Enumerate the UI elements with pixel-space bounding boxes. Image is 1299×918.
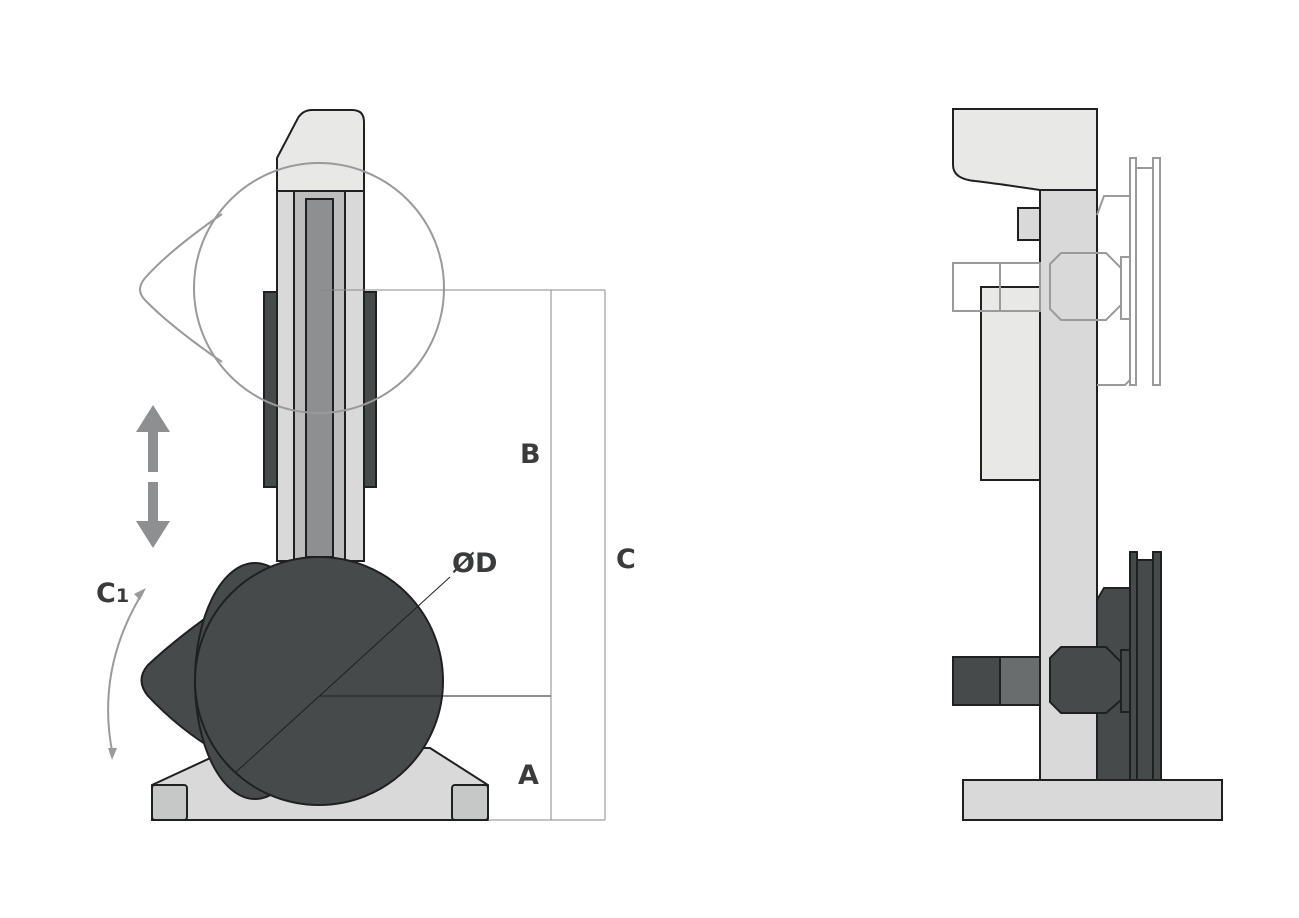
side-clamp-box <box>980 286 1041 481</box>
label-c1-main: C <box>96 578 116 609</box>
label-a: A <box>518 760 539 791</box>
side-motor <box>952 551 1162 781</box>
diameter-line <box>235 576 451 773</box>
ghost-motor-tail <box>139 213 223 363</box>
rotation-arrow-icon <box>107 588 146 760</box>
side-view <box>952 108 1223 821</box>
label-diameter: ØD <box>452 548 497 579</box>
base-foot-right <box>451 784 489 821</box>
ghost-side-motor <box>952 157 1161 386</box>
label-c: C <box>616 544 636 575</box>
side-top-block <box>952 108 1098 191</box>
vertical-move-arrow-icon <box>136 405 170 548</box>
clamp-left <box>263 291 278 488</box>
label-b: B <box>520 439 541 470</box>
top-cap <box>276 109 365 192</box>
column-slider-bar <box>305 198 334 558</box>
ghost-motor-circle <box>193 162 445 414</box>
front-view: B ØD C A C1 <box>96 109 636 821</box>
side-small-block <box>1017 207 1041 241</box>
motor-circle <box>194 556 444 806</box>
base-foot-left <box>151 784 188 821</box>
side-base-plate <box>962 779 1223 821</box>
clamp-right <box>363 291 377 488</box>
label-c1: C1 <box>96 578 129 609</box>
label-c1-sub: 1 <box>116 585 129 607</box>
